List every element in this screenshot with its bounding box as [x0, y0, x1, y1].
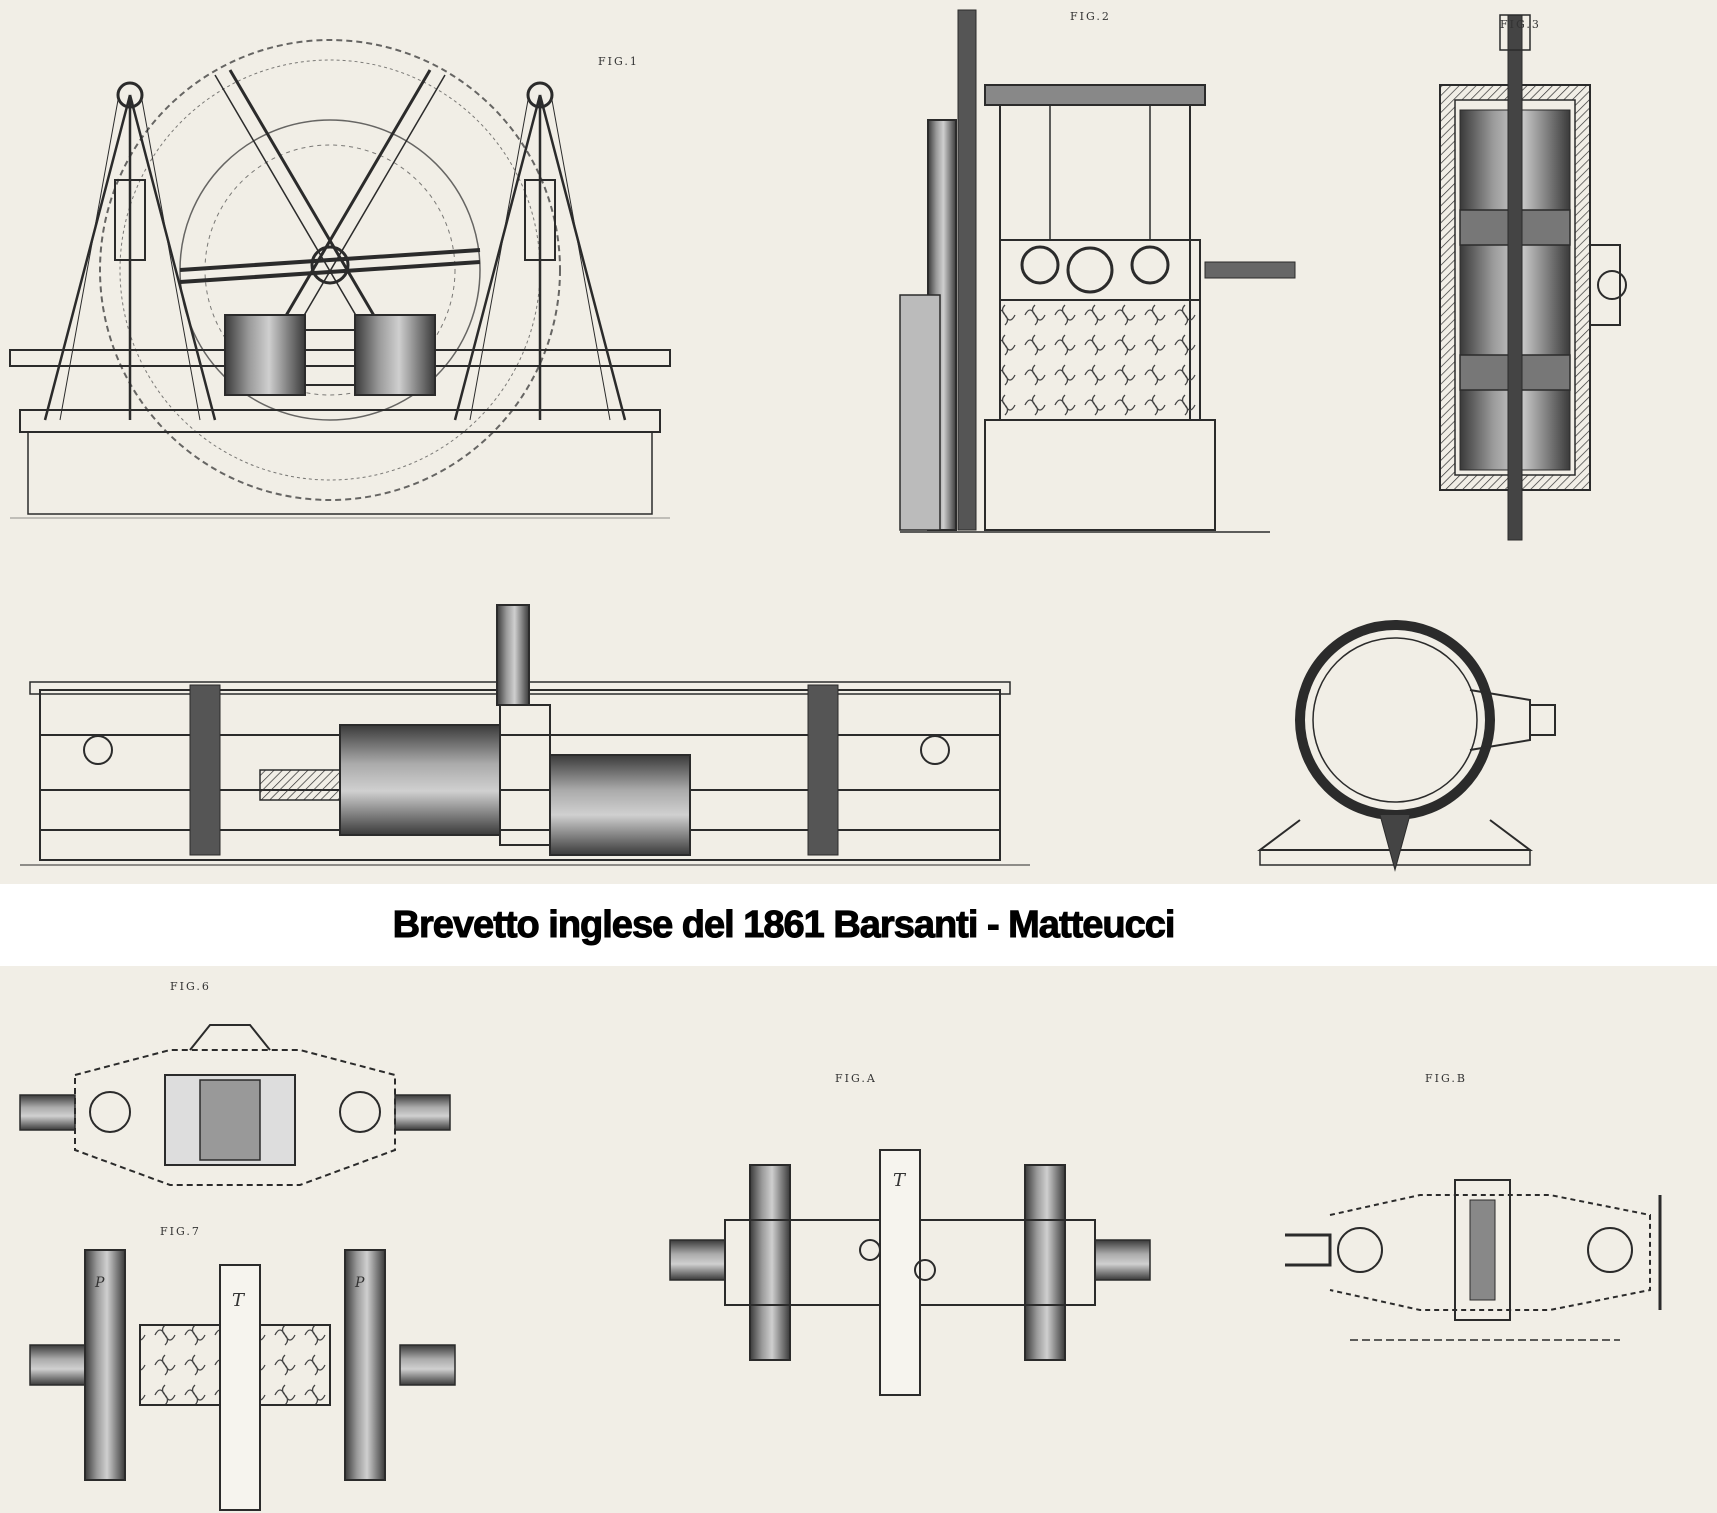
- fig6-label: FIG.6: [170, 980, 211, 993]
- horizontal-engine: [20, 604, 1030, 866]
- fig2-label: FIG.2: [1070, 10, 1111, 23]
- figB-label: FIG.B: [1425, 1072, 1467, 1085]
- caption-band: [0, 884, 1717, 966]
- plate-caption: Brevetto inglese del 1861 Barsanti - Mat…: [392, 903, 1176, 946]
- fig7-label: FIG.7: [160, 1225, 201, 1238]
- fig1-wheel-engine: [9, 39, 671, 519]
- fig3-cylinder-section: [1439, 14, 1627, 541]
- fig6-coupling: [19, 1024, 451, 1186]
- fig1-label: FIG.1: [598, 55, 639, 68]
- part-letter-p-left: P: [95, 1275, 107, 1291]
- part-letter-t-lower: T: [232, 1290, 247, 1311]
- fig2-side-view: [899, 9, 1296, 533]
- figA-coupling: [669, 1149, 1151, 1396]
- fig7-coupling-side: [29, 1249, 456, 1511]
- part-letter-t-upper: T: [893, 1170, 908, 1191]
- part-letter-p-right: P: [355, 1275, 367, 1291]
- fig3-label: FIG.3: [1500, 18, 1541, 31]
- ring-valve-figure: [1257, 620, 1556, 872]
- figB-valve: [1285, 1179, 1662, 1341]
- figA-label: FIG.A: [835, 1072, 877, 1085]
